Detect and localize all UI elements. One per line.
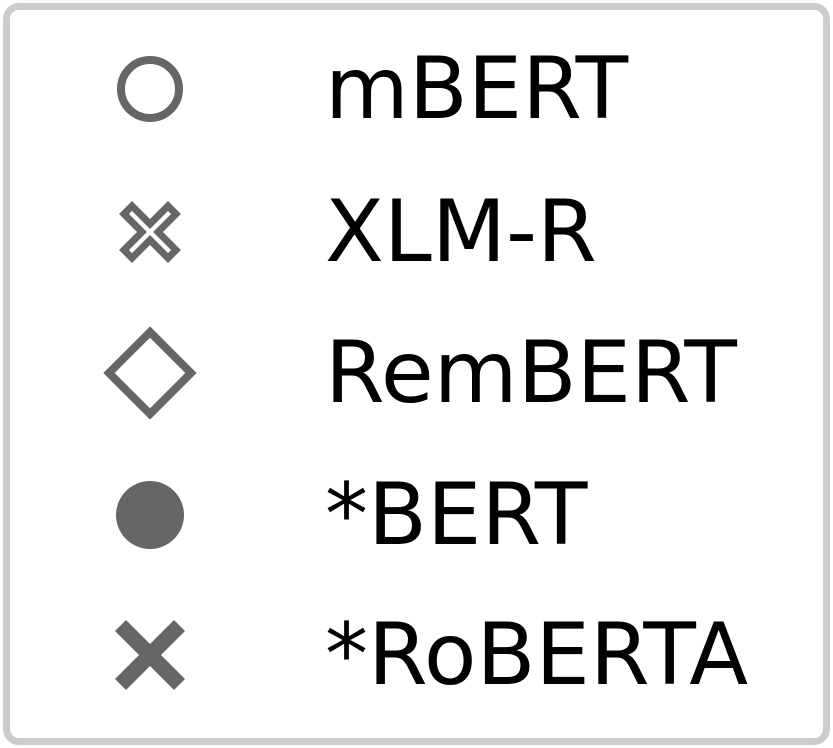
filled-circle-marker-icon: [116, 481, 184, 549]
legend-entry-bert: *BERT: [10, 465, 823, 565]
legend-label-xlmr: XLM-R: [325, 182, 597, 282]
open-diamond-shape: [103, 326, 197, 420]
legend-entry-roberta: *RoBERTA: [10, 605, 823, 705]
open-x-marker-icon: [119, 201, 181, 263]
legend-label-roberta: *RoBERTA: [325, 605, 749, 705]
legend-entry-xlmr: XLM-R: [10, 182, 823, 282]
open-x-shape: [119, 201, 181, 263]
legend-frame: mBERT XLM-R RemBERT *BERT *RoBERTA: [3, 3, 830, 745]
open-circle-marker-icon: [117, 56, 183, 122]
open-diamond-marker-icon: [103, 326, 197, 420]
open-circle-shape: [117, 56, 183, 122]
legend-entry-rembert: RemBERT: [10, 323, 823, 423]
filled-x-shape: [115, 620, 185, 690]
filled-x-marker-icon: [115, 620, 185, 690]
filled-circle-shape: [116, 481, 184, 549]
legend-label-mbert: mBERT: [325, 39, 629, 139]
legend-label-rembert: RemBERT: [325, 323, 737, 423]
legend-entry-mbert: mBERT: [10, 39, 823, 139]
legend-label-bert: *BERT: [325, 465, 588, 565]
